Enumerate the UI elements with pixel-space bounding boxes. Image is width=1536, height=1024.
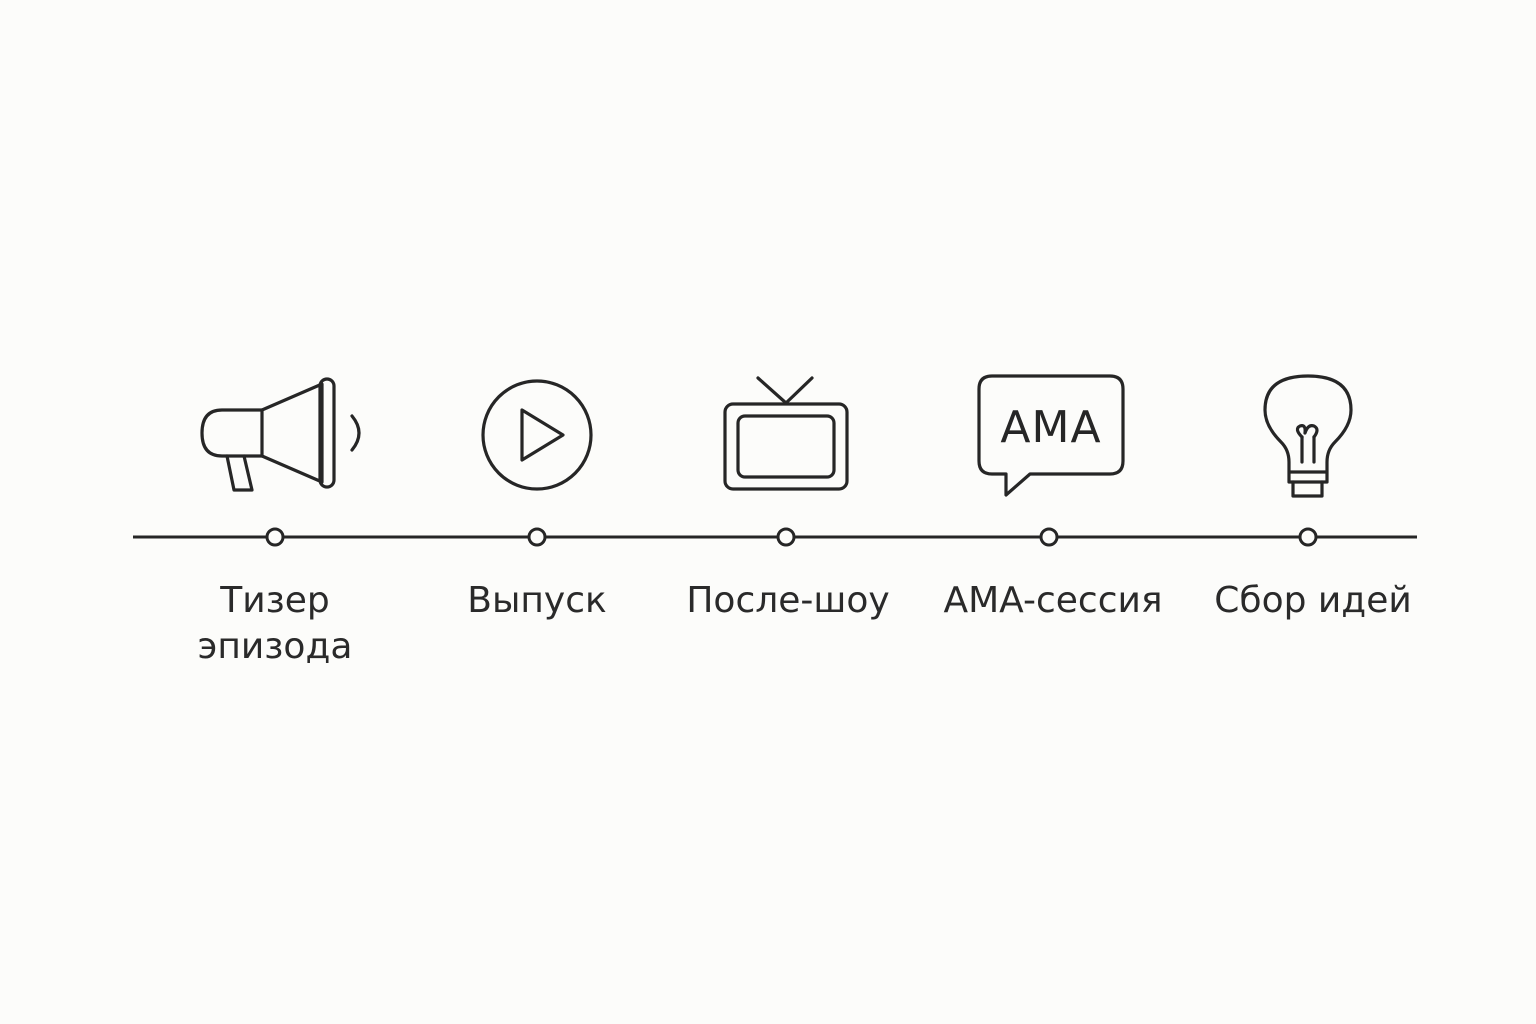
megaphone-icon: [200, 377, 361, 492]
stage-label-ama: AMA-сессия: [943, 580, 1163, 621]
timeline-node-ideas: [1298, 527, 1318, 547]
tv-icon: [723, 376, 849, 491]
stage-label-release: Выпуск: [467, 580, 607, 621]
speech-bubble-icon: AMA: [977, 374, 1125, 497]
timeline-node-teaser: [265, 527, 285, 547]
lightbulb-icon: [1263, 374, 1353, 498]
stage-label-teaser: Тизер эпизода: [197, 580, 353, 667]
play-icon: [481, 379, 593, 491]
timeline-node-release: [527, 527, 547, 547]
stage-label-ideas: Сбор идей: [1214, 580, 1412, 621]
stage-label-aftershow: После-шоу: [686, 580, 890, 621]
speech-bubble-text: AMA: [1000, 402, 1101, 453]
timeline-node-aftershow: [776, 527, 796, 547]
timeline-node-ama: [1039, 527, 1059, 547]
